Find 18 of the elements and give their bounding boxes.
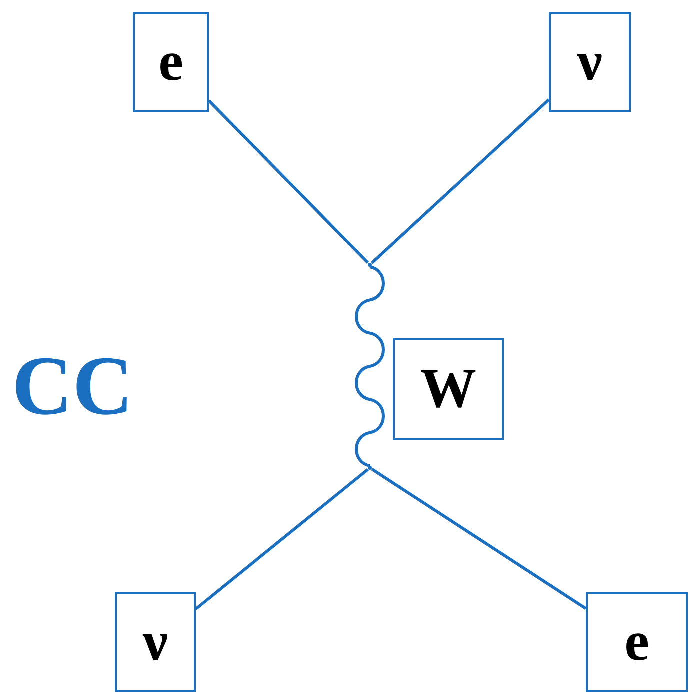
label-box xyxy=(133,12,209,112)
particle-symbol: e xyxy=(158,34,184,90)
vertex-point xyxy=(368,263,372,267)
line xyxy=(371,468,587,610)
wavy-line xyxy=(355,266,385,468)
label-box xyxy=(549,12,631,112)
particle-symbol: W xyxy=(420,361,476,417)
label-box xyxy=(393,338,504,440)
particle-symbol: e xyxy=(624,614,650,670)
label-box xyxy=(115,592,196,692)
line xyxy=(195,468,369,610)
particle-symbol: ν xyxy=(577,34,603,90)
label-box xyxy=(586,592,688,692)
interaction-label: CC xyxy=(12,345,134,429)
vertex-point xyxy=(368,466,372,470)
particle-symbol: ν xyxy=(142,614,168,670)
line xyxy=(208,100,370,264)
line xyxy=(370,98,550,264)
